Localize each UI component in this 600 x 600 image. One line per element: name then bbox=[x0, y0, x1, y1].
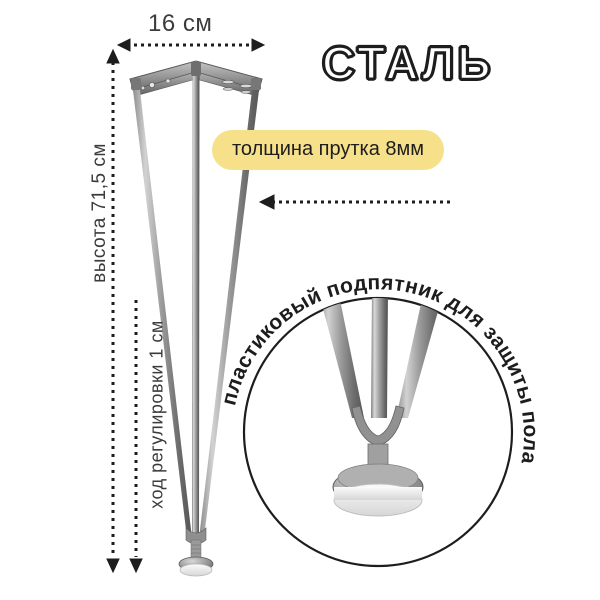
width-dimension-label: 16 см bbox=[148, 10, 213, 37]
material-headline: СТАЛЬ bbox=[321, 36, 494, 91]
table-leg-main bbox=[129, 60, 263, 577]
width-dimension-arrow bbox=[116, 38, 266, 52]
dimension-guides bbox=[106, 38, 450, 574]
height-dimension-arrow bbox=[106, 48, 120, 574]
adjustment-dimension-arrow bbox=[129, 300, 143, 574]
height-dimension-label: высота 71,5 см bbox=[89, 143, 110, 283]
thickness-pointer-arrow bbox=[258, 194, 450, 210]
leg-foot-pad bbox=[179, 563, 213, 577]
detail-callout: пластиковый подпятник для защиты пола bbox=[217, 271, 542, 568]
rod-thickness-badge: толщина прутка 8мм bbox=[212, 130, 445, 170]
leg-rod-center bbox=[192, 68, 200, 534]
leg-rod-right bbox=[199, 86, 260, 534]
callout-magnified-foot bbox=[318, 298, 444, 517]
leg-rod-left bbox=[132, 86, 192, 534]
adjustment-dimension-label: ход регулировки 1 см bbox=[146, 320, 167, 509]
